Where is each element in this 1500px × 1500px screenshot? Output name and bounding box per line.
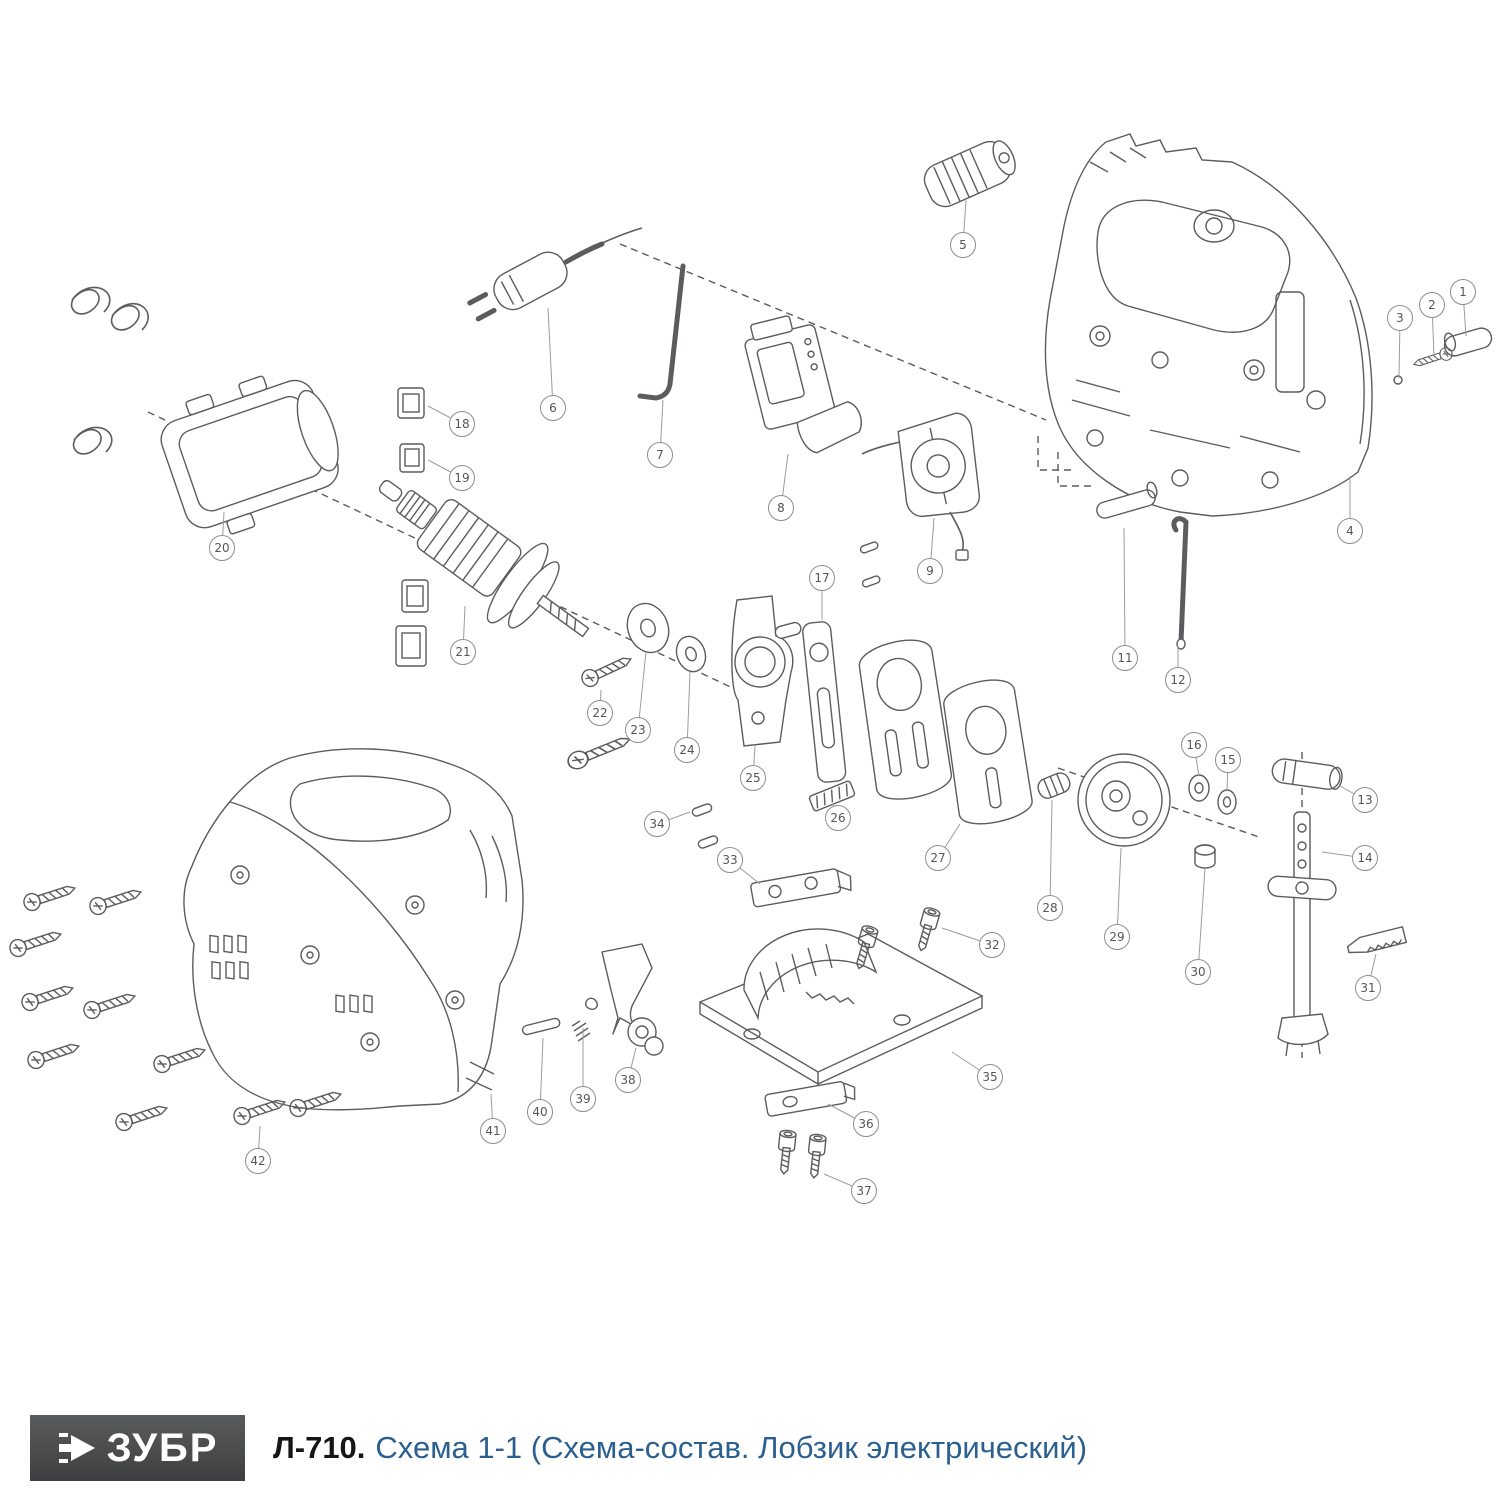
- nut-30: [1194, 844, 1216, 869]
- part-callout-9: 9: [917, 558, 943, 584]
- zubr-logo: ЗУБР: [30, 1414, 245, 1481]
- gear-housing-half: [1044, 133, 1373, 517]
- part-callout-24: 24: [674, 737, 700, 763]
- plunger-bracket: [731, 595, 802, 747]
- part-callout-8: 8: [768, 495, 794, 521]
- speed-controller: [861, 412, 981, 561]
- part-callout-25: 25: [740, 765, 766, 791]
- part-callout-27: 27: [925, 845, 951, 871]
- liner-plate-36: [764, 1080, 856, 1117]
- footer: ЗУБР Л-710.Схема 1-1 (Схема-состав. Лобз…: [0, 1395, 1500, 1500]
- part-callout-16: 16: [1181, 732, 1207, 758]
- part-callout-12: 12: [1165, 667, 1191, 693]
- adjustment-knob: [923, 140, 1016, 208]
- part-callout-18: 18: [449, 411, 475, 437]
- part-callout-29: 29: [1104, 924, 1130, 950]
- armature: [378, 479, 590, 638]
- shim-plate-26: [808, 780, 856, 812]
- part-callout-35: 35: [977, 1064, 1003, 1090]
- brush-holders: [395, 387, 429, 667]
- part-callout-17: 17: [809, 565, 835, 591]
- motor-stator: [160, 375, 339, 535]
- parts-line-art: [7, 133, 1493, 1180]
- part-callout-32: 32: [979, 932, 1005, 958]
- washer-24: [675, 635, 707, 673]
- part-callout-40: 40: [527, 1099, 553, 1125]
- diagram-subtitle: Схема 1-1 (Схема-состав. Лобзик электрич…: [375, 1429, 1088, 1465]
- part-callout-15: 15: [1215, 747, 1241, 773]
- part-callout-33: 33: [717, 847, 743, 873]
- part-callout-14: 14: [1352, 845, 1378, 871]
- part-callout-31: 31: [1355, 975, 1381, 1001]
- motor-housing-41: [183, 748, 524, 1111]
- clamp-plate-33: [750, 868, 852, 908]
- diagram-title: Л-710.Схема 1-1 (Схема-состав. Лобзик эл…: [273, 1430, 1087, 1466]
- power-plug: [467, 227, 643, 322]
- pivot-pin-40: [521, 1017, 561, 1036]
- part-callout-41: 41: [480, 1118, 506, 1144]
- link-rod-12: [1171, 516, 1189, 650]
- small-pins-upper: [859, 541, 881, 588]
- cord-guard-roller: [1443, 327, 1493, 357]
- part-callout-2: 2: [1419, 292, 1445, 318]
- motor-lead-wires: [70, 286, 149, 455]
- part-callout-6: 6: [540, 395, 566, 421]
- part-callout-34: 34: [644, 811, 670, 837]
- small-pins-lower: [691, 803, 719, 849]
- part-callout-38: 38: [615, 1067, 641, 1093]
- part-callout-37: 37: [851, 1178, 877, 1204]
- plunger-rod-14: [1267, 811, 1337, 1057]
- gear-wheel-29: [1077, 753, 1171, 847]
- roller-handle-13: [1271, 758, 1343, 790]
- part-callout-21: 21: [450, 639, 476, 665]
- lock-washer-15: [1217, 789, 1237, 815]
- part-callout-11: 11: [1112, 645, 1138, 671]
- part-callout-23: 23: [625, 717, 651, 743]
- part-callout-7: 7: [647, 442, 673, 468]
- model-number: Л-710.: [273, 1429, 366, 1465]
- part-callout-39: 39: [570, 1086, 596, 1112]
- part-callout-5: 5: [950, 232, 976, 258]
- part-callout-19: 19: [449, 465, 475, 491]
- roller-lever-38: [601, 943, 664, 1056]
- vent-slots: [209, 934, 373, 1014]
- counterweight-plates-27: [858, 639, 1033, 825]
- part-callout-36: 36: [853, 1111, 879, 1137]
- hex-key: [637, 263, 686, 401]
- part-callout-1: 1: [1450, 279, 1476, 305]
- needle-bushing-28: [1037, 772, 1071, 799]
- part-callout-20: 20: [209, 535, 235, 561]
- brand-name: ЗУБР: [106, 1425, 219, 1470]
- part-callout-3: 3: [1387, 305, 1413, 331]
- saw-blade-31: [1346, 925, 1408, 954]
- trigger-switch: [744, 315, 862, 454]
- base-plate-35: [698, 928, 984, 1086]
- part-callout-13: 13: [1352, 787, 1378, 813]
- spring-39: [571, 997, 598, 1042]
- zubr-arrow-icon: [58, 1432, 95, 1463]
- part-callout-28: 28: [1037, 895, 1063, 921]
- part-callout-26: 26: [825, 805, 851, 831]
- steel-ball-3: [1393, 375, 1403, 385]
- support-pin-11: [1096, 481, 1158, 519]
- part-callout-4: 4: [1337, 518, 1363, 544]
- guide-plate-17: [802, 621, 847, 783]
- part-callout-30: 30: [1185, 959, 1211, 985]
- washer-23: [626, 602, 670, 654]
- part-callout-42: 42: [245, 1148, 271, 1174]
- part-callout-22: 22: [587, 700, 613, 726]
